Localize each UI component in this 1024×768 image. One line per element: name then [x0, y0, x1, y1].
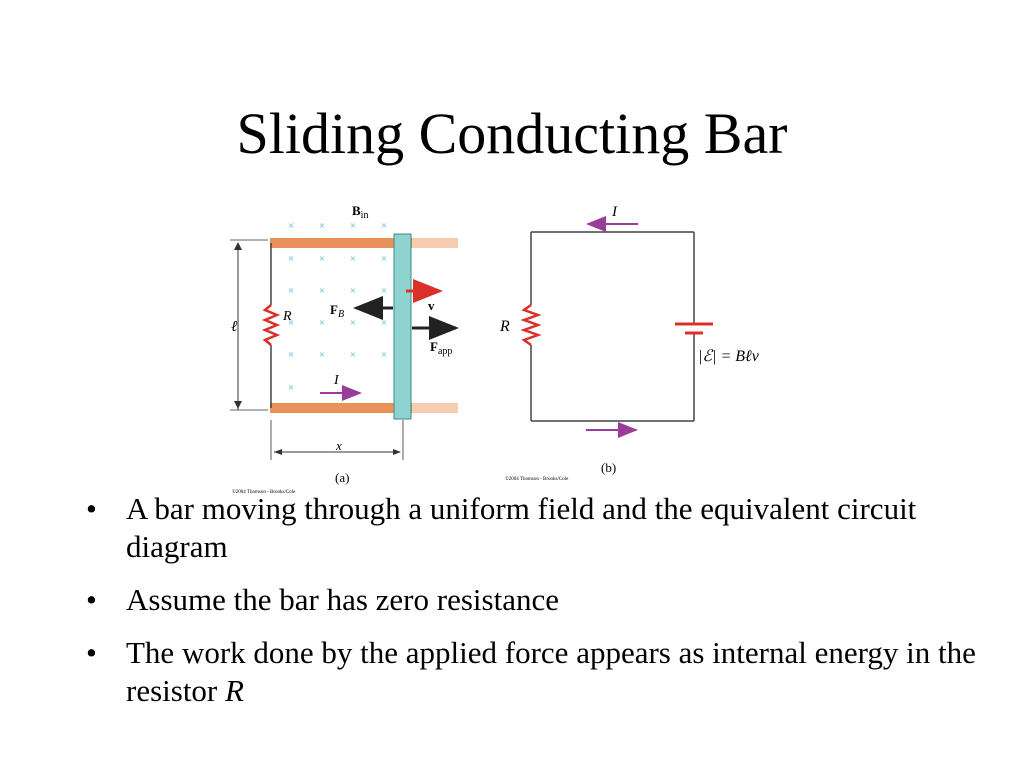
velocity-label: v: [428, 298, 435, 313]
copyright-a: ©2004 Thomson - Brooks/Cole: [232, 489, 296, 495]
emf-label: |ℰ| = Bℓv: [698, 348, 760, 365]
field-mark: ×: [319, 317, 325, 329]
field-mark: ×: [350, 349, 356, 361]
bullet-dot: •: [86, 635, 97, 670]
copyright-b: ©2004 Thomson - Brooks/Cole: [505, 476, 569, 482]
field-mark: ×: [381, 317, 387, 329]
field-marks: × × × × × × × × × × × × × × × × × × × × ×: [288, 220, 387, 394]
magnetic-force-label: FB: [330, 302, 344, 320]
field-mark: ×: [381, 253, 387, 265]
bottom-rail: [270, 403, 458, 413]
current-label-a: I: [333, 373, 340, 388]
bullet-item: • Assume the bar has zero resistance: [86, 581, 986, 619]
applied-force-label: Fapp: [430, 339, 452, 357]
field-mark: ×: [319, 285, 325, 297]
bullet-list: • A bar moving through a uniform field an…: [86, 490, 986, 725]
field-mark: ×: [288, 317, 294, 329]
length-arrow-up: [234, 242, 242, 250]
top-rail: [270, 238, 458, 248]
bullet-dot: •: [86, 582, 97, 617]
bullet-text: Assume the bar has zero resistance: [126, 582, 559, 617]
length-label: ℓ: [231, 319, 237, 335]
caption-a: (a): [335, 470, 349, 485]
field-mark: ×: [381, 285, 387, 297]
field-label: Bin: [352, 203, 368, 221]
bullet-text: A bar moving through a uniform field and…: [126, 491, 917, 564]
figure-b: R |ℰ| = Bℓv I (b) ©2004 Thomson - Brooks…: [499, 204, 760, 482]
field-mark: ×: [319, 349, 325, 361]
bullet-emphasis: R: [225, 673, 244, 708]
sliding-bar: [393, 233, 412, 420]
slide-title: Sliding Conducting Bar: [236, 101, 788, 166]
figure-a: × × × × × × × × × × × × × × × × × × × × × Bin R ℓ: [230, 203, 459, 495]
caption-b: (b): [601, 460, 616, 475]
resistor-b: [520, 303, 542, 347]
resistor-label-b: R: [499, 318, 510, 335]
field-mark: ×: [319, 220, 325, 232]
field-mark: ×: [288, 382, 294, 394]
bullet-item: • A bar moving through a uniform field an…: [86, 490, 986, 566]
field-mark: ×: [381, 220, 387, 232]
length-arrow-down: [234, 401, 242, 409]
field-mark: ×: [350, 253, 356, 265]
field-mark: ×: [288, 220, 294, 232]
resistor-a: [261, 304, 281, 346]
resistor-label-a: R: [282, 309, 292, 324]
distance-label: x: [335, 438, 342, 453]
field-mark: ×: [288, 349, 294, 361]
field-mark: ×: [350, 220, 356, 232]
top-rail-extension: [412, 238, 458, 248]
field-mark: ×: [350, 285, 356, 297]
field-mark: ×: [288, 285, 294, 297]
bullet-item: • The work done by the applied force appe…: [86, 634, 986, 710]
bullet-text: The work done by the applied force appea…: [126, 635, 976, 708]
bottom-rail-extension: [412, 403, 458, 413]
field-mark: ×: [381, 349, 387, 361]
field-mark: ×: [288, 253, 294, 265]
current-label-b: I: [611, 204, 618, 220]
field-mark: ×: [350, 317, 356, 329]
bullet-dot: •: [86, 491, 97, 526]
distance-arrow-left: [274, 449, 282, 455]
field-mark: ×: [319, 253, 325, 265]
